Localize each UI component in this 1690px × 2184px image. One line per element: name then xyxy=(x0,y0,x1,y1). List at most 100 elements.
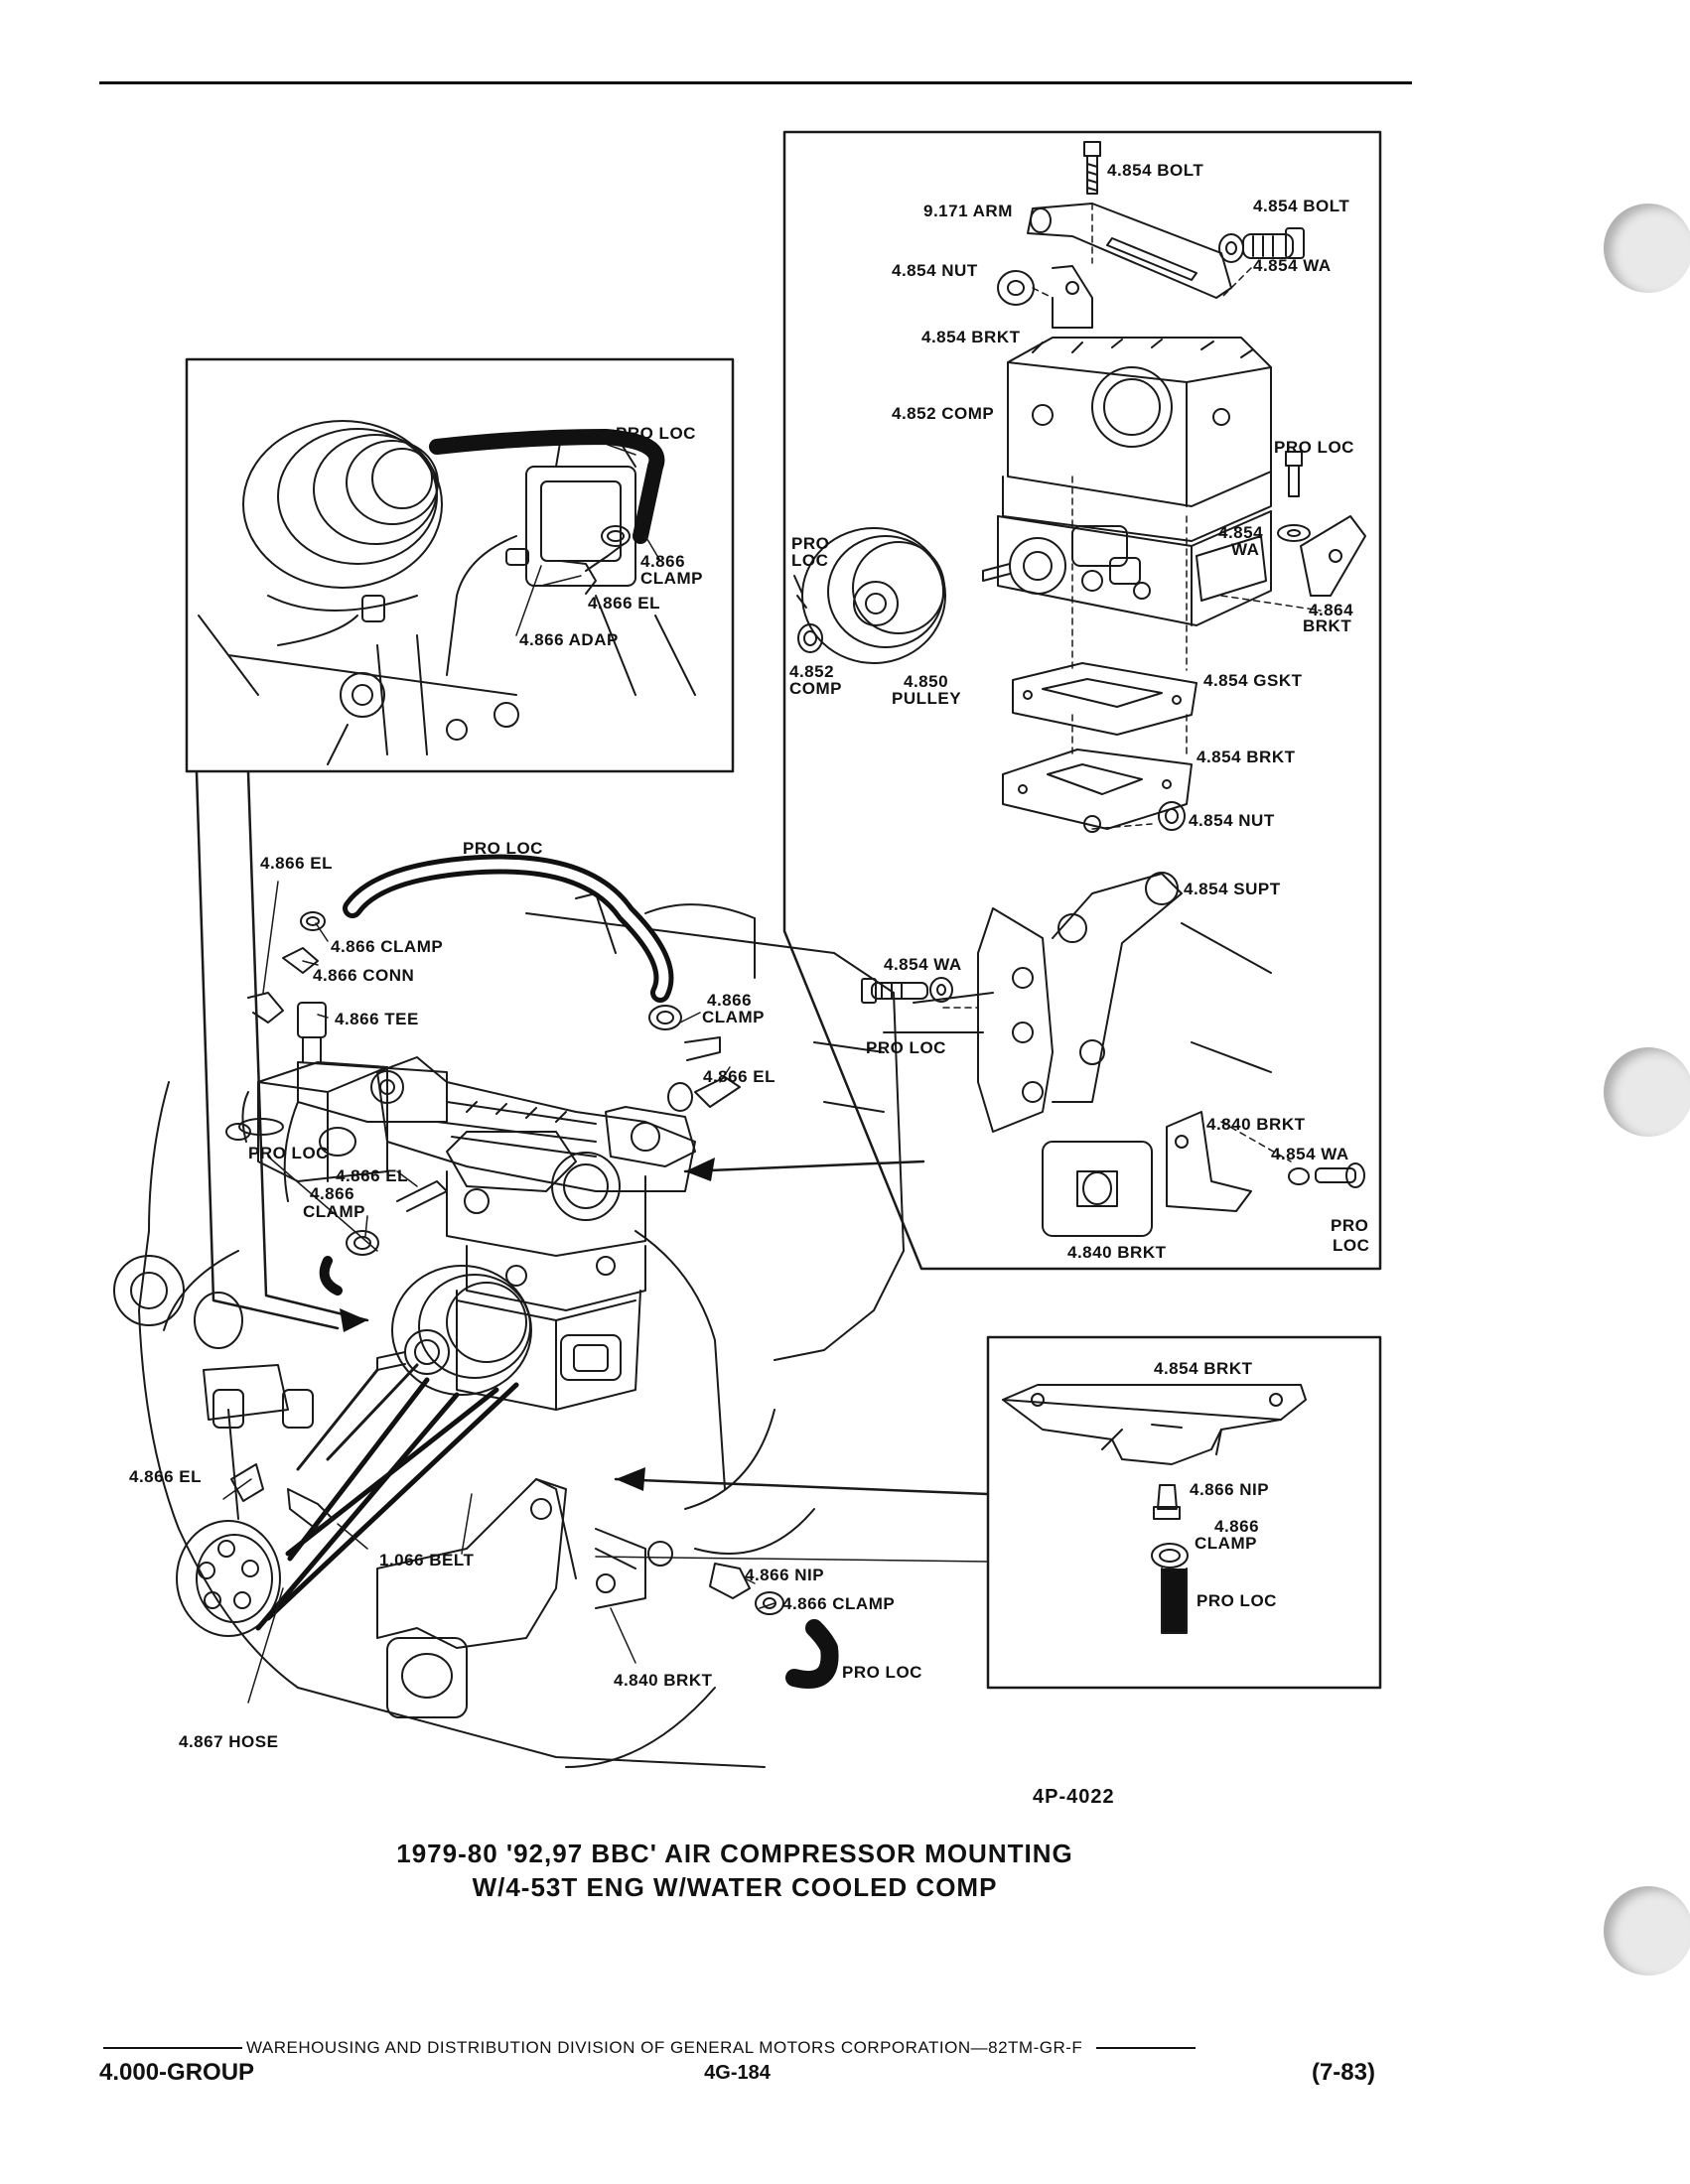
label-tr-pro-loc-left-2: LOC xyxy=(791,551,829,570)
label-tr-pro-loc-840-2: LOC xyxy=(1333,1236,1370,1255)
connector-top-right-inset xyxy=(683,1160,925,1173)
label-main-clamp-left-number: 4.866 xyxy=(310,1184,355,1203)
inset-tr-nut-top xyxy=(997,265,1093,329)
label-main-pro-loc-left: PRO LOC xyxy=(248,1144,329,1162)
label-tr-brkt-864-number: 4.864 xyxy=(1309,601,1354,619)
main-crank-pulley xyxy=(176,1520,281,1637)
label-br-brkt: 4.854 BRKT xyxy=(1154,1359,1253,1378)
label-tr-comp-852-number: 4.852 xyxy=(789,662,835,681)
label-main-clamp-mid: CLAMP xyxy=(702,1008,765,1026)
caption-line-2: W/4-53T ENG W/WATER COOLED COMP xyxy=(472,1872,998,1902)
inset-tr-mounting-plate xyxy=(1002,749,1193,833)
connector-bottom-right-inset-lower xyxy=(595,1556,989,1563)
inset-frame-top-right xyxy=(782,130,1382,1271)
inset-tr-bolt-top xyxy=(1083,141,1101,195)
label-tr-brkt-864: BRKT xyxy=(1303,616,1352,635)
footer-rule-right xyxy=(1096,2047,1197,2049)
footer-division-line: WAREHOUSING AND DISTRIBUTION DIVISION OF… xyxy=(99,2038,1375,2058)
inset-tr-leaders xyxy=(942,203,1322,1162)
label-tr-comp: 4.852 COMP xyxy=(892,404,995,423)
label-tr-wa-mid-number: 4.854 xyxy=(1218,523,1264,542)
main-belt-lower xyxy=(296,1363,419,1471)
label-tr-wa-mid: WA xyxy=(1231,540,1260,559)
inset-tr-pulley xyxy=(793,527,946,664)
label-tr-wa-lower: 4.854 WA xyxy=(884,955,962,974)
label-main-tee: 4.866 TEE xyxy=(335,1010,419,1028)
arrowhead-top-right xyxy=(685,1158,715,1181)
label-main-conn: 4.866 CONN xyxy=(313,966,415,985)
label-tr-brkt-lower: 4.854 BRKT xyxy=(1197,748,1296,766)
connector-top-left-inset xyxy=(195,770,369,1330)
main-compressor xyxy=(370,1056,696,1411)
label-tr-bolt-right: 4.854 BOLT xyxy=(1253,197,1350,215)
connector-bottom-right-inset xyxy=(614,1477,990,1496)
label-main-pro-loc-top: PRO LOC xyxy=(463,839,543,858)
inset-frame-bottom-right xyxy=(986,1335,1382,1690)
arrowhead-bottom-right xyxy=(616,1467,645,1491)
label-tr-nut-top: 4.854 NUT xyxy=(892,261,978,280)
label-br-clamp-number: 4.866 xyxy=(1214,1517,1260,1536)
label-tr-pro-loc-lower: PRO LOC xyxy=(866,1038,946,1057)
label-main-nip: 4.866 NIP xyxy=(745,1566,825,1584)
label-tl-pro-loc: PRO LOC xyxy=(616,424,696,443)
footer-division: WAREHOUSING AND DISTRIBUTION DIVISION OF… xyxy=(246,2038,1083,2057)
footer-rule-left xyxy=(103,2047,242,2049)
inset-tr-nut-lower xyxy=(1158,801,1186,831)
caption-line-1: 1979-80 '92,97 BBC' AIR COMPRESSOR MOUNT… xyxy=(396,1839,1073,1868)
figure-id: 4P-4022 xyxy=(1033,1786,1115,1808)
label-tl-clamp-number: 4.866 xyxy=(640,552,686,571)
label-tr-supt: 4.854 SUPT xyxy=(1184,880,1281,898)
main-hose-left xyxy=(319,1256,343,1296)
main-engine-block xyxy=(113,892,905,1768)
label-tr-wa-right: 4.854 WA xyxy=(1253,256,1332,275)
label-main-clamp-mid-number: 4.866 xyxy=(707,991,753,1010)
label-br-nip: 4.866 NIP xyxy=(1190,1480,1270,1499)
main-pulley xyxy=(376,1265,532,1396)
label-main-clamp-lower: 4.866 CLAMP xyxy=(782,1594,896,1613)
main-belt xyxy=(255,1377,519,1631)
inset-frame-top-left xyxy=(185,357,735,773)
label-tr-comp-852: COMP xyxy=(789,679,842,698)
label-tr-pro-loc-right: PRO LOC xyxy=(1274,438,1354,457)
punch-hole-bottom xyxy=(1604,1886,1690,1976)
inset-tl-fittings xyxy=(505,525,631,595)
label-main-hose: 4.867 HOSE xyxy=(179,1732,279,1751)
label-tr-gskt: 4.854 GSKT xyxy=(1203,671,1303,690)
label-tr-pro-loc-840-1: PRO xyxy=(1331,1216,1369,1235)
label-tr-nut-lower: 4.854 NUT xyxy=(1189,811,1275,830)
label-main-belt: 1.066 BELT xyxy=(379,1551,475,1570)
label-tl-clamp: CLAMP xyxy=(640,569,703,588)
label-main-brkt-840: 4.840 BRKT xyxy=(614,1671,713,1690)
label-tr-brkt-840-right: 4.840 BRKT xyxy=(1206,1115,1306,1134)
inset-tr-arm xyxy=(1027,203,1232,299)
inset-tr-gasket xyxy=(1012,662,1197,736)
label-main-clamp-top: 4.866 CLAMP xyxy=(331,937,444,956)
main-lower-bracket xyxy=(376,1478,673,1718)
label-main-el-mid: 4.866 EL xyxy=(703,1067,775,1086)
label-tr-pulley-number: 4.850 xyxy=(904,672,949,691)
label-tr-brkt-top: 4.854 BRKT xyxy=(921,328,1021,346)
footer-row: 4.000-GROUP 4G-184 (7-83) xyxy=(99,2059,1375,2089)
label-tr-brkt-840-bottom: 4.840 BRKT xyxy=(1067,1243,1167,1262)
inset-tl-hose xyxy=(429,429,665,544)
main-hose-top-inner xyxy=(348,859,669,998)
label-tl-el: 4.866 EL xyxy=(588,594,660,613)
footer-revision: (7-83) xyxy=(1311,2059,1375,2086)
main-hose-lower xyxy=(785,1619,839,1689)
main-fittings xyxy=(225,911,784,1615)
label-tr-arm: 9.171 ARM xyxy=(923,202,1013,220)
inset-br-art xyxy=(1002,1384,1307,1634)
punch-hole-top xyxy=(1604,204,1690,293)
inset-tl-leaders xyxy=(515,444,661,636)
label-tr-wa-840: 4.854 WA xyxy=(1271,1145,1349,1163)
label-main-pro-loc-lower: PRO LOC xyxy=(842,1663,922,1682)
label-tr-pro-loc-left-1: PRO xyxy=(791,534,830,553)
inset-tr-mounting-bracket-864 xyxy=(1277,451,1366,597)
label-main-el-lower: 4.866 EL xyxy=(129,1467,202,1486)
label-main-el-top: 4.866 EL xyxy=(260,854,333,873)
inset-tr-compressor xyxy=(982,337,1272,626)
main-tee-block xyxy=(238,1061,388,1182)
inset-tl-art xyxy=(198,420,696,765)
main-leaders xyxy=(222,881,775,1704)
